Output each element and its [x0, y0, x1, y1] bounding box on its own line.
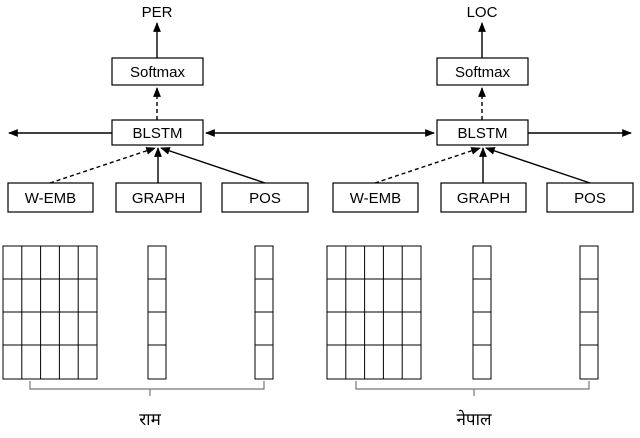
w-emb-label: W-EMB — [350, 190, 401, 207]
input-word: नेपाल — [456, 409, 491, 430]
graph-feature-vector — [147, 245, 167, 380]
input-word: राम — [139, 410, 161, 430]
pos-box: POS — [546, 182, 634, 213]
blstm-label: BLSTM — [132, 125, 182, 142]
output-label-loc: LOC — [467, 4, 498, 21]
pos-label: POS — [574, 190, 606, 207]
blstm-box: BLSTM — [111, 119, 204, 146]
graph-label: GRAPH — [457, 190, 510, 207]
pos-feature-vector — [254, 245, 274, 380]
softmax-label: Softmax — [130, 64, 186, 81]
graph-box: GRAPH — [440, 182, 527, 213]
token-brace — [355, 381, 590, 396]
pos-feature-vector — [579, 245, 599, 380]
w-emb-to-blstm-arrow — [374, 147, 481, 184]
w-emb-box: W-EMB — [332, 182, 419, 213]
w-emb-box: W-EMB — [7, 182, 94, 213]
graph-label: GRAPH — [132, 190, 185, 207]
blstm-box: BLSTM — [436, 119, 529, 146]
softmax-box: Softmax — [111, 57, 204, 86]
graph-box: GRAPH — [115, 182, 202, 213]
w-emb-label: W-EMB — [25, 190, 76, 207]
token-brace — [29, 381, 265, 396]
word-embedding-matrix — [326, 245, 422, 380]
graph-feature-vector — [472, 245, 492, 380]
w-emb-to-blstm-arrow — [49, 147, 156, 184]
word-embedding-matrix — [2, 245, 98, 380]
pos-box: POS — [221, 182, 309, 213]
pos-label: POS — [249, 190, 281, 207]
softmax-box: Softmax — [436, 57, 529, 86]
output-label-per: PER — [142, 4, 173, 21]
softmax-label: Softmax — [455, 64, 511, 81]
pos-to-blstm-arrow — [160, 147, 266, 184]
pos-to-blstm-arrow — [485, 147, 591, 184]
blstm-label: BLSTM — [457, 125, 507, 142]
